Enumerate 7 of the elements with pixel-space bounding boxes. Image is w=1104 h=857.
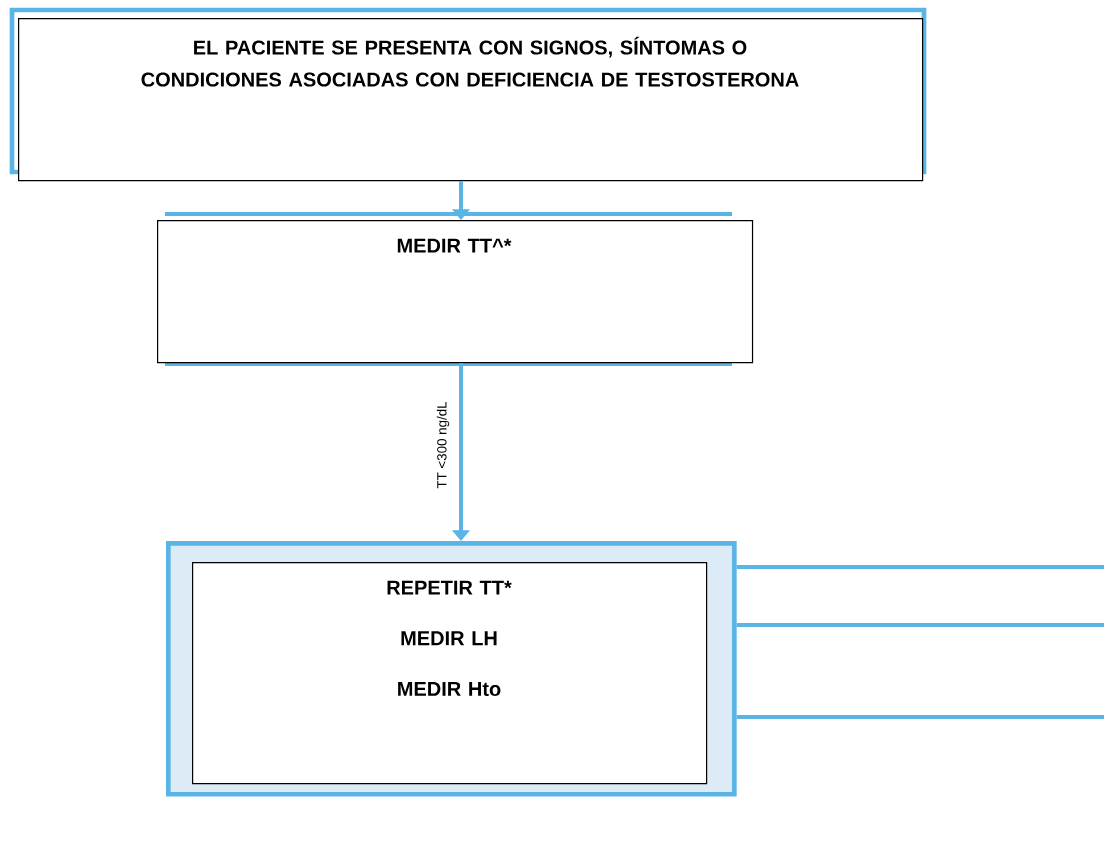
connector-line: [736, 623, 1104, 627]
connector-line: [736, 715, 1104, 719]
process-box: REPETIR TT* MEDIR LH MEDIR Hto: [192, 562, 708, 785]
edge-label: TT <300 ng/dL: [436, 401, 450, 489]
process-box: EL PACIENTE SE PRESENTA CON SIGNOS, SÍNTOMAS O CONDICIONES ASOCIADAS CON DEFICIENCIA DE TESTOSTERONA: [18, 18, 924, 182]
connector-line: [736, 565, 1104, 569]
process-box: MEDIR TT^*: [157, 220, 754, 364]
